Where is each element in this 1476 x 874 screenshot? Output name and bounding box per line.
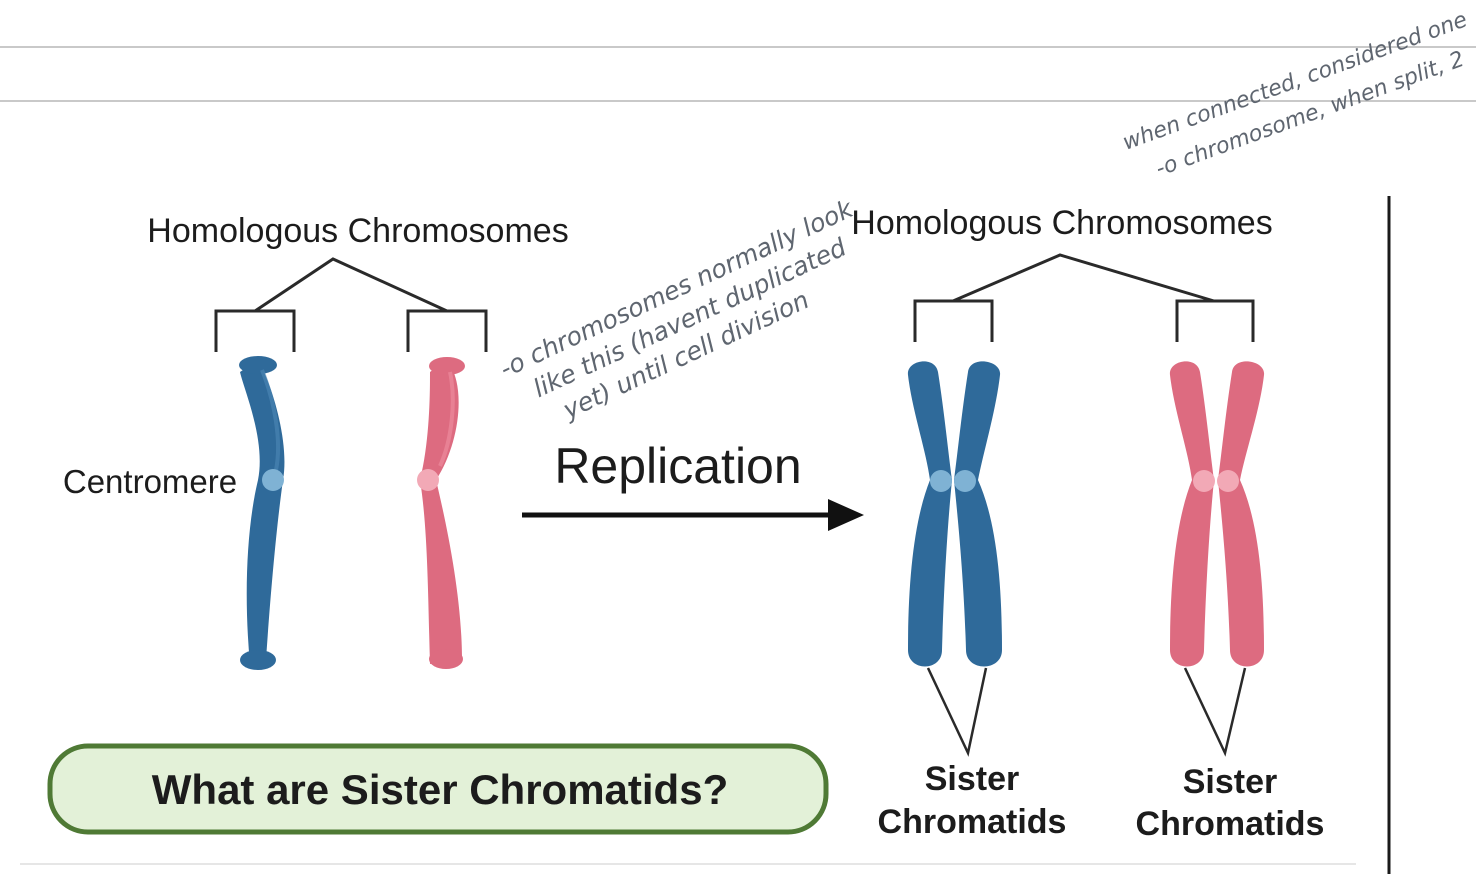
centromere-label: Centromere (63, 463, 237, 500)
replication-arrow (522, 499, 864, 531)
centromere-pink (417, 469, 439, 491)
blue-chromosome-unreplicated (239, 356, 285, 670)
sister-pointer-left (926, 667, 988, 757)
sister-label-right-line2: Chromatids (1136, 805, 1325, 843)
sister-label-right-line1: Sister (1183, 763, 1278, 801)
sister-label-left-line1: Sister (925, 760, 1020, 798)
question-box (47, 743, 829, 835)
centromere-blue (262, 469, 284, 491)
sister-pointer-right (1183, 667, 1247, 757)
pink-chromosome-replicated (1169, 361, 1265, 667)
pink-chromosome-unreplicated (420, 357, 465, 669)
left-homologous-title: Homologous Chromosomes (147, 212, 568, 250)
question-text: What are Sister Chromatids? (152, 766, 728, 813)
blue-chromosome-replicated (907, 361, 1002, 667)
replication-label: Replication (554, 438, 801, 494)
sister-label-left-line2: Chromatids (878, 803, 1067, 841)
handwritten-note-top-right: when connected, considered one -o chromo… (1120, 7, 1471, 182)
left-homolog-bracket (214, 257, 488, 352)
right-homolog-bracket (913, 253, 1255, 342)
right-homologous-title: Homologous Chromosomes (851, 204, 1272, 242)
note-middle-line2: like this (havent duplicated (529, 232, 851, 403)
